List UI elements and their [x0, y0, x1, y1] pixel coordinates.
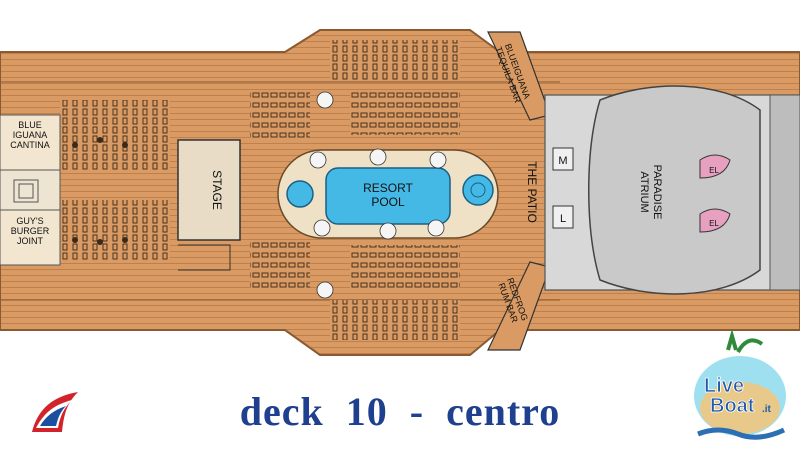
loungers-bottom-row [330, 300, 460, 340]
blue-iguana-cantina-room [0, 114, 61, 171]
m-room [552, 147, 574, 171]
whirlpool-left [286, 180, 314, 208]
loungers-top-row [330, 40, 460, 80]
liveboat-logo: Live Boat .it [694, 330, 786, 440]
l-marker: L [560, 213, 566, 225]
carnival-funnel-logo [32, 392, 78, 432]
loungers-mid-bottom [250, 240, 310, 290]
loungers-mid-top [250, 90, 310, 140]
guys-burger-joint-room [0, 209, 61, 266]
loungers-lower-right [350, 245, 460, 290]
liveboat-word-boat: Boat [710, 395, 755, 417]
elevator-upper [699, 154, 731, 179]
loungers-upper-right [350, 90, 460, 135]
liveboat-suffix: .it [762, 404, 772, 415]
loungers-left-bottom [60, 200, 170, 260]
umbrellas [309, 91, 447, 299]
loungers-left-top [60, 100, 170, 170]
el-upper-marker: EL [709, 166, 719, 175]
liveboat-word-live: Live [704, 375, 744, 397]
paradise-atrium-room [588, 85, 761, 295]
stage-label: STAGE [210, 170, 224, 210]
whirlpool-right [462, 174, 494, 206]
stage-area [177, 139, 241, 241]
redfrog-rum-bar-area [487, 261, 551, 351]
paradise-atrium-label: PARADISEATRIUM [638, 165, 663, 220]
m-marker: M [558, 155, 567, 167]
elevator-lower [699, 208, 731, 233]
l-room [552, 205, 574, 229]
galley-core [0, 169, 61, 211]
el-lower-marker: EL [709, 219, 719, 228]
the-patio-label: THE PATIO [525, 161, 539, 223]
palm-trees-left [72, 137, 128, 245]
deck-caption: deck 10 - centro [239, 389, 561, 434]
